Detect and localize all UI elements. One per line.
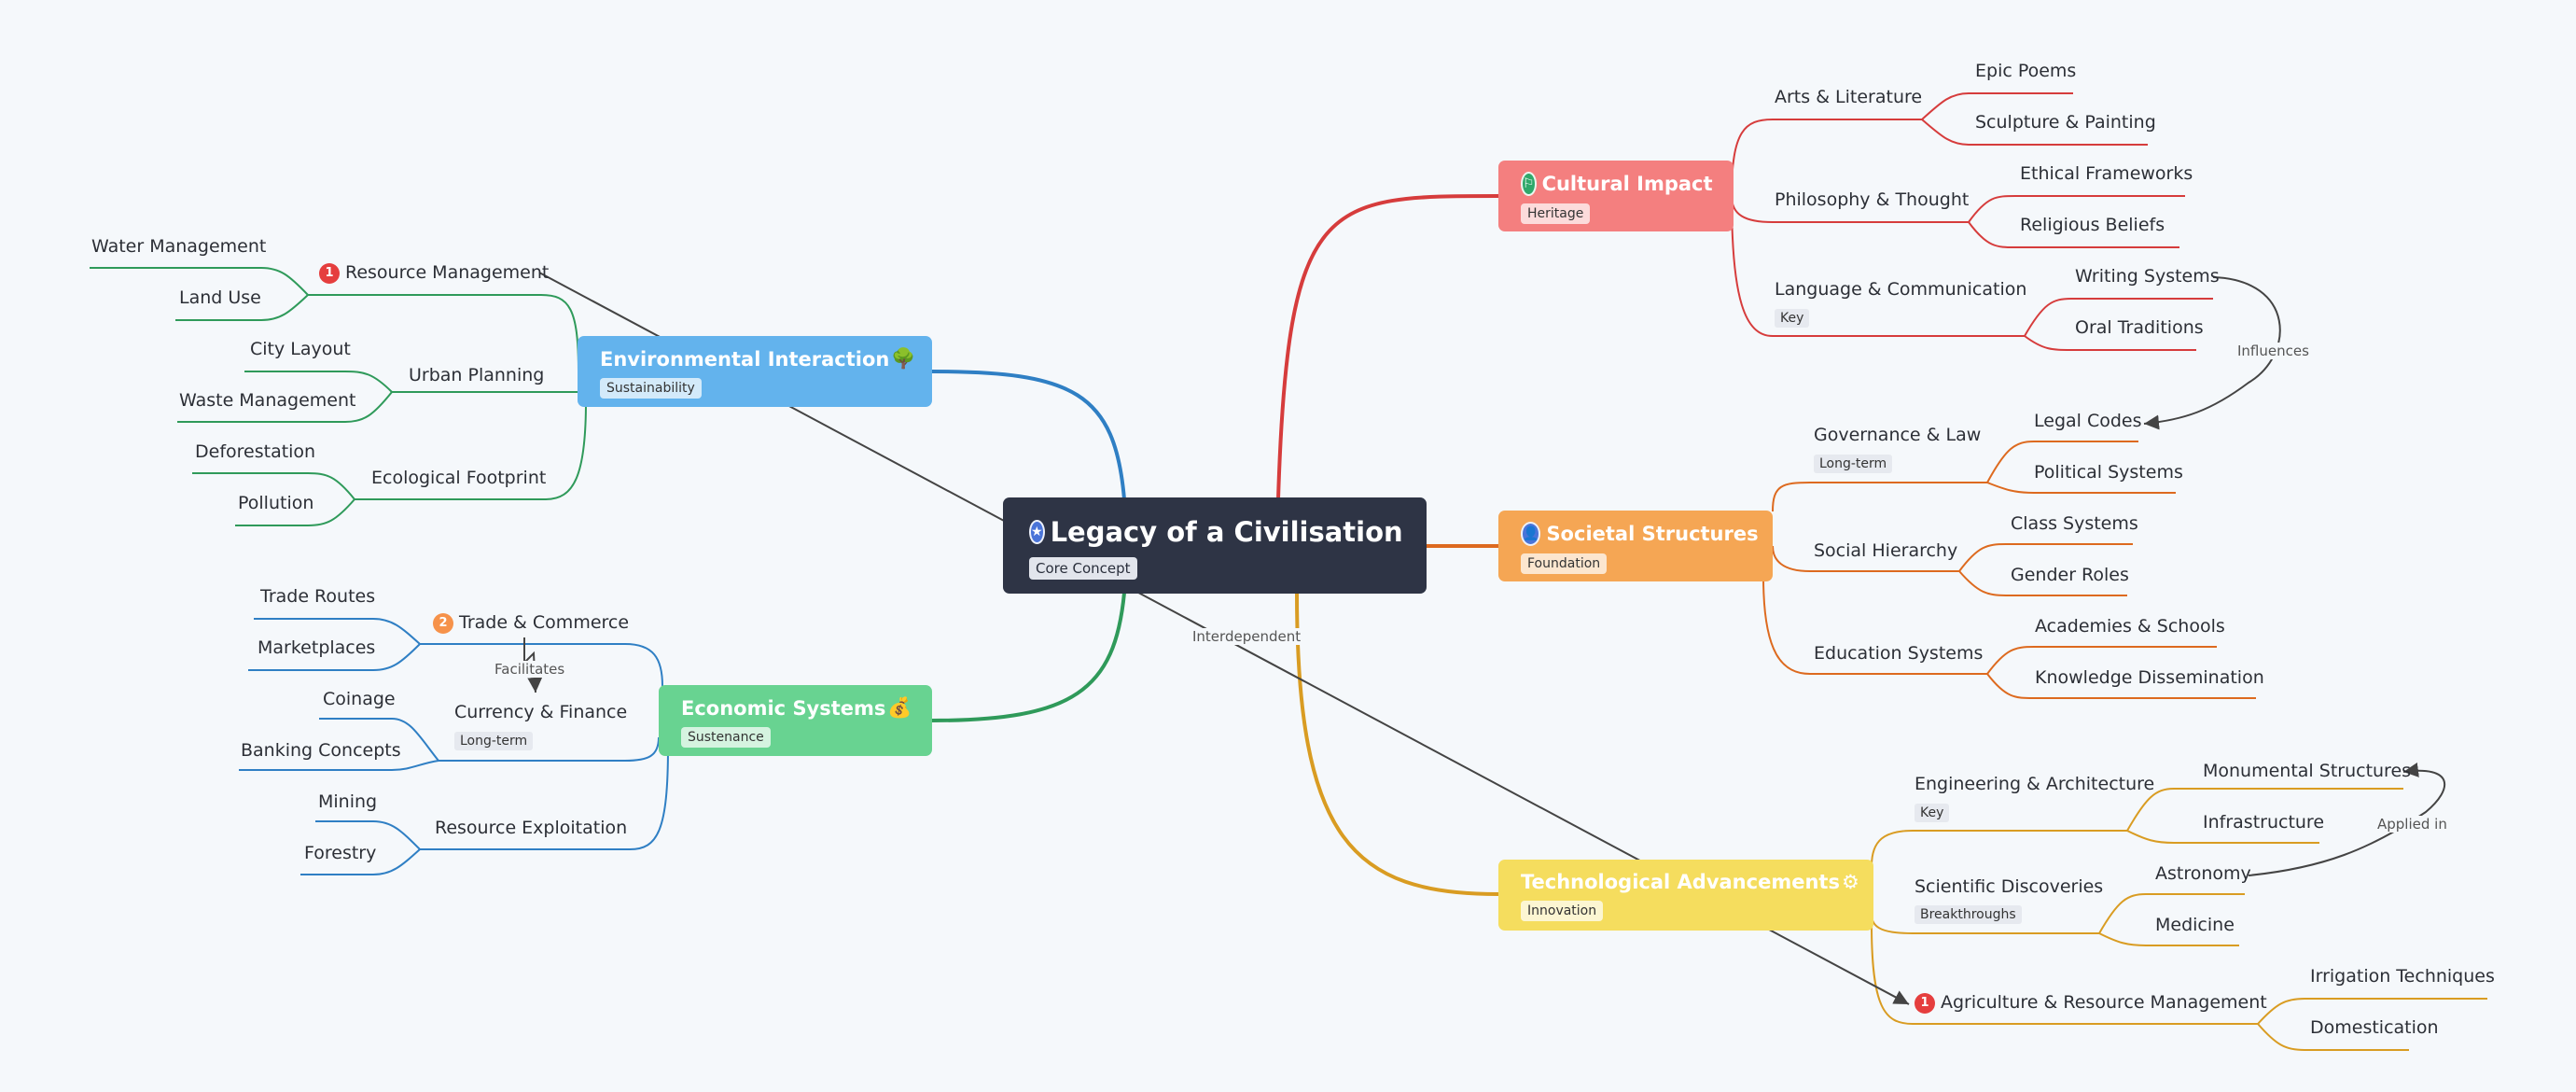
- currency-tag: Long-term: [454, 732, 534, 750]
- topic-mining[interactable]: Mining: [318, 791, 378, 812]
- person-icon: 👤: [1521, 522, 1541, 546]
- topic-currency-finance[interactable]: Currency & Finance: [454, 702, 628, 722]
- topic-monumental-structures[interactable]: Monumental Structures: [2203, 761, 2412, 781]
- priority-badge: 2: [433, 612, 453, 634]
- interdependent-label: Interdependent: [1191, 628, 1303, 645]
- topic-waste-management[interactable]: Waste Management: [179, 390, 356, 411]
- societal-structures-title: Societal Structures: [1546, 523, 1759, 545]
- topic-banking-concepts[interactable]: Banking Concepts: [241, 740, 401, 761]
- gear-icon: ⚙: [1841, 871, 1859, 893]
- topic-knowledge-dissemination[interactable]: Knowledge Dissemination: [2035, 667, 2264, 688]
- topic-social-hierarchy[interactable]: Social Hierarchy: [1814, 540, 1958, 561]
- priority-badge: 1: [1915, 992, 1935, 1014]
- resource-management-label: Resource Management: [345, 262, 550, 283]
- topic-education-systems[interactable]: Education Systems: [1814, 643, 1984, 664]
- tree-icon: 🌳: [891, 347, 916, 370]
- topic-political-systems[interactable]: Political Systems: [2034, 462, 2183, 483]
- topic-land-use[interactable]: Land Use: [179, 287, 261, 308]
- central-title: Legacy of a Civilisation: [1050, 516, 1403, 548]
- topic-infrastructure[interactable]: Infrastructure: [2203, 812, 2325, 833]
- link-tech: [1295, 592, 1499, 896]
- star-icon: ★: [1029, 520, 1045, 544]
- topic-domestication[interactable]: Domestication: [2310, 1017, 2439, 1038]
- applied-in-label: Applied in: [2375, 816, 2449, 833]
- topic-epic-poems[interactable]: Epic Poems: [1975, 61, 2077, 81]
- topic-legal-codes[interactable]: Legal Codes: [2034, 411, 2142, 431]
- topic-ethical-frameworks[interactable]: Ethical Frameworks: [2020, 163, 2193, 184]
- influences-label: Influences: [2235, 343, 2311, 359]
- engineering-tag: Key: [1915, 804, 1950, 822]
- influences-connector: [2143, 276, 2281, 430]
- topic-scientific-discoveries[interactable]: Scientific Discoveries: [1915, 876, 2104, 897]
- flag-icon: ⚐: [1521, 172, 1537, 196]
- economic-systems-node[interactable]: Economic Systems💰 Sustenance: [659, 685, 932, 756]
- topic-astronomy[interactable]: Astronomy: [2155, 863, 2251, 884]
- technological-advancements-node[interactable]: Technological Advancements⚙ Innovation: [1498, 860, 1873, 931]
- economic-systems-tag: Sustenance: [681, 727, 771, 748]
- cultural-impact-title: Cultural Impact: [1541, 173, 1713, 195]
- topic-water-management[interactable]: Water Management: [91, 236, 267, 257]
- topic-forestry[interactable]: Forestry: [304, 843, 377, 863]
- topic-trade-commerce[interactable]: 2 Trade & Commerce: [433, 612, 629, 634]
- trade-commerce-label: Trade & Commerce: [459, 612, 630, 633]
- topic-irrigation-techniques[interactable]: Irrigation Techniques: [2310, 966, 2495, 987]
- language-tag: Key: [1775, 309, 1810, 328]
- economic-systems-title: Economic Systems: [681, 696, 886, 720]
- money-bag-icon: 💰: [887, 696, 912, 719]
- environmental-interaction-node[interactable]: Environmental Interaction🌳 Sustainabilit…: [578, 336, 932, 407]
- topic-arts-literature[interactable]: Arts & Literature: [1775, 87, 1923, 107]
- topic-marketplaces[interactable]: Marketplaces: [258, 637, 376, 658]
- topic-trade-routes[interactable]: Trade Routes: [260, 586, 376, 607]
- topic-pollution[interactable]: Pollution: [238, 493, 314, 513]
- topic-deforestation[interactable]: Deforestation: [195, 441, 316, 462]
- topic-medicine[interactable]: Medicine: [2155, 915, 2235, 935]
- topic-ecological-footprint[interactable]: Ecological Footprint: [371, 468, 547, 488]
- topic-city-layout[interactable]: City Layout: [250, 339, 351, 359]
- topic-coinage[interactable]: Coinage: [323, 689, 396, 709]
- topic-governance-law[interactable]: Governance & Law: [1814, 425, 1982, 445]
- topic-philosophy-thought[interactable]: Philosophy & Thought: [1775, 189, 1970, 210]
- scientific-tag: Breakthroughs: [1915, 905, 2022, 924]
- topic-class-systems[interactable]: Class Systems: [2011, 513, 2138, 534]
- cultural-impact-tag: Heritage: [1521, 203, 1591, 224]
- technological-advancements-title: Technological Advancements: [1521, 871, 1840, 893]
- topic-gender-roles[interactable]: Gender Roles: [2011, 565, 2129, 585]
- topic-urban-planning[interactable]: Urban Planning: [409, 365, 545, 385]
- agriculture-label: Agriculture & Resource Management: [1941, 992, 2267, 1013]
- topic-agriculture-resource-management[interactable]: 1 Agriculture & Resource Management: [1915, 992, 2267, 1014]
- governance-tag: Long-term: [1814, 455, 1893, 473]
- link-cultural: [1276, 194, 1499, 500]
- environmental-interaction-tag: Sustainability: [600, 378, 702, 399]
- link-econ: [930, 592, 1126, 722]
- societal-structures-node[interactable]: 👤Societal Structures Foundation: [1498, 511, 1773, 581]
- societal-structures-tag: Foundation: [1521, 553, 1608, 574]
- topic-oral-traditions[interactable]: Oral Traditions: [2075, 317, 2204, 338]
- cultural-impact-node[interactable]: ⚐Cultural Impact Heritage: [1498, 161, 1734, 231]
- topic-sculpture-painting[interactable]: Sculpture & Painting: [1975, 112, 2156, 133]
- technological-advancements-tag: Innovation: [1521, 901, 1604, 921]
- topic-engineering-architecture[interactable]: Engineering & Architecture: [1915, 774, 2155, 794]
- topic-religious-beliefs[interactable]: Religious Beliefs: [2020, 215, 2165, 235]
- priority-badge: 1: [319, 262, 340, 284]
- topic-writing-systems[interactable]: Writing Systems: [2075, 266, 2220, 287]
- central-tag: Core Concept: [1029, 557, 1137, 580]
- topic-academies-schools[interactable]: Academies & Schools: [2035, 616, 2225, 637]
- link-env: [930, 370, 1126, 500]
- facilitates-label: Facilitates: [493, 661, 567, 678]
- environmental-interaction-title: Environmental Interaction: [600, 347, 890, 371]
- central-node[interactable]: ★ Legacy of a Civilisation Core Concept: [1003, 497, 1427, 594]
- topic-language-communication[interactable]: Language & Communication: [1775, 279, 2027, 300]
- topic-resource-exploitation[interactable]: Resource Exploitation: [435, 818, 628, 838]
